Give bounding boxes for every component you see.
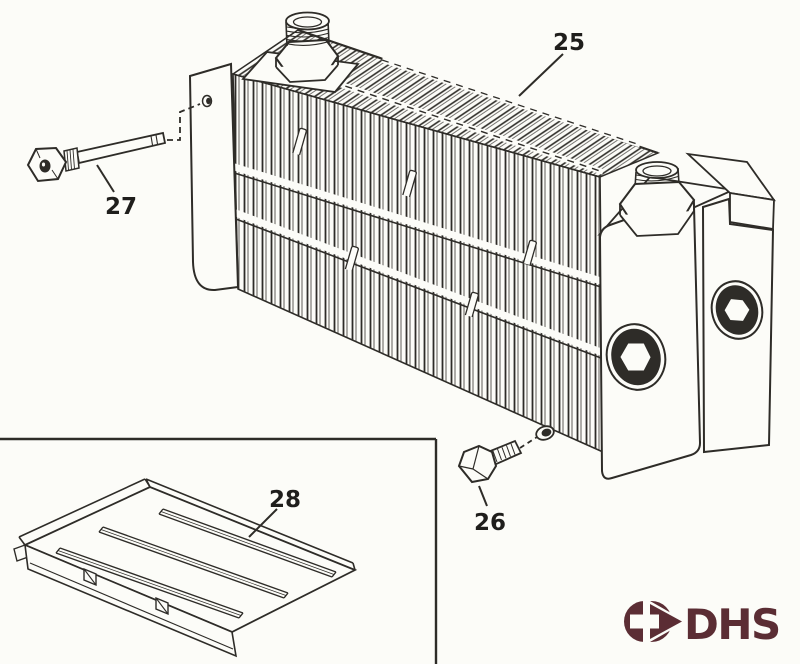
baffle-rib [158, 508, 337, 578]
inset-box [0, 437, 438, 664]
heat-exchanger-illustration [188, 11, 776, 480]
part-label-25: 25 [553, 30, 585, 56]
hex-fitting-right [618, 161, 696, 237]
leader-line-27 [96, 164, 115, 193]
baffle-rib [98, 526, 289, 599]
part-label-26: 26 [474, 510, 506, 536]
socket-plug-front [605, 323, 667, 391]
hex-socket [724, 299, 750, 321]
leader-line-26 [478, 485, 488, 507]
fin-slot [464, 291, 479, 318]
stud-part [26, 103, 201, 183]
fin-slot [292, 127, 307, 156]
fin-slot [344, 245, 359, 272]
callouts: 25 26 27 28 [96, 30, 585, 538]
leader-line-25 [518, 53, 564, 97]
stud-hole-center [206, 97, 211, 105]
arrow-right-icon [624, 597, 686, 646]
baffle-plate-part [13, 478, 358, 658]
fin-slot [402, 169, 417, 198]
baffle-rib [55, 547, 244, 619]
fin-block-front-face [226, 72, 604, 454]
baffle-tab [83, 567, 97, 587]
bolt-hex-head [457, 444, 498, 484]
part-label-27: 27 [105, 194, 137, 220]
dhs-logo: DHS [624, 597, 781, 649]
port-fitting-left [241, 11, 360, 93]
baffle-tab [155, 596, 169, 616]
assembly-dashed-line [519, 436, 538, 449]
socket-plug-side [710, 280, 764, 340]
hex-socket [620, 343, 651, 371]
bolt-hole [535, 425, 555, 441]
assembly-dashed-line [167, 103, 201, 141]
leader-line-28 [248, 508, 278, 538]
fin-slot [522, 239, 537, 266]
left-end-plate [188, 62, 240, 292]
logo-text: DHS [684, 600, 780, 649]
part-label-28: 28 [269, 487, 301, 513]
bolt-part [457, 436, 538, 484]
